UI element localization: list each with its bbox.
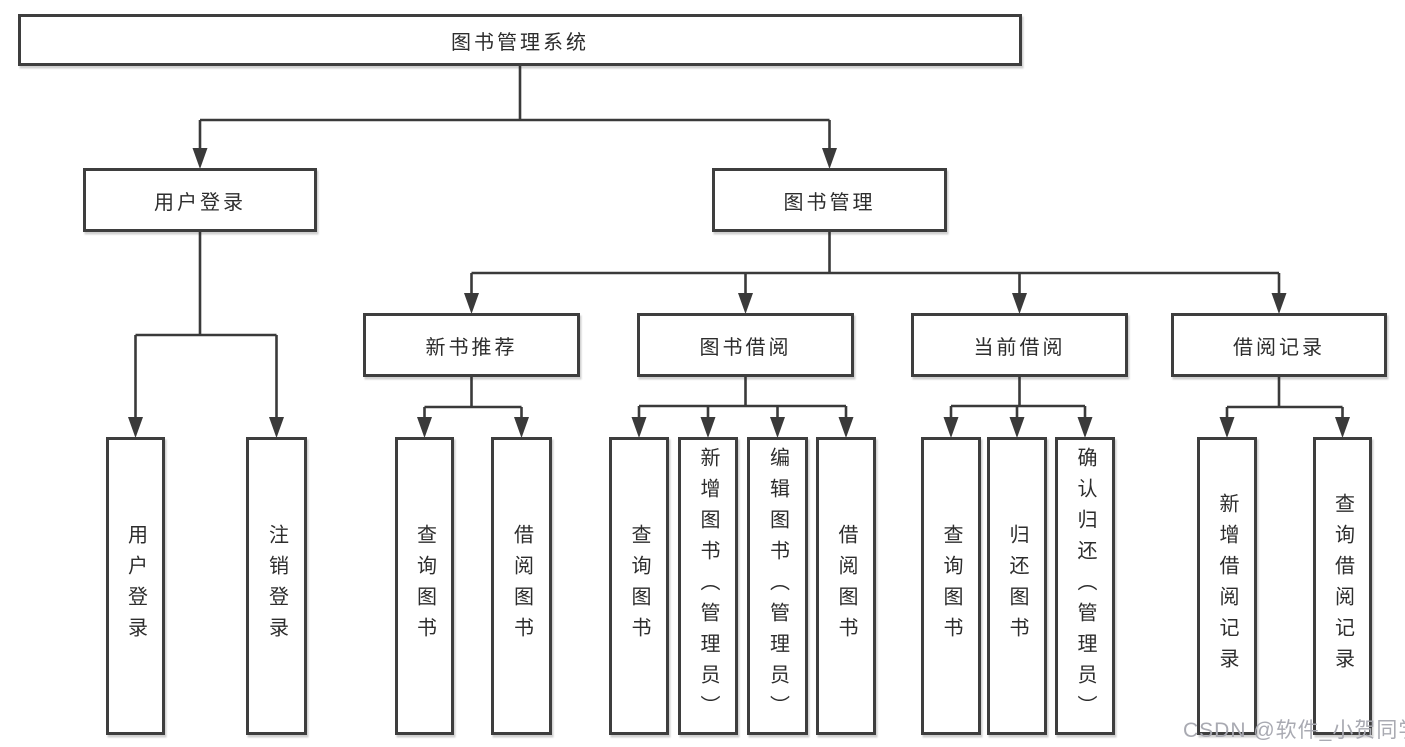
node-user-login: 用户登录 — [83, 168, 317, 232]
arrowhead-icon — [1077, 417, 1093, 438]
node-label-current-borrow: 当前借阅 — [973, 336, 1066, 359]
node-borrow-records: 借阅记录 — [1171, 313, 1387, 377]
node-leaf-borrow-book-1: 借阅图书 — [491, 437, 552, 735]
node-leaf-add-record: 新增借阅记录 — [1197, 437, 1257, 735]
node-label-leaf-query-book-3: 查询图书 — [940, 524, 962, 648]
node-leaf-confirm-return: 确认归还（管理员） — [1055, 437, 1115, 735]
node-leaf-add-book: 新增图书（管理员） — [678, 437, 738, 735]
node-label-leaf-edit-book: 编辑图书（管理员） — [766, 446, 789, 726]
node-leaf-query-book-1: 查询图书 — [395, 437, 454, 735]
arrowhead-icon — [464, 293, 479, 314]
arrowhead-icon — [822, 148, 837, 169]
node-label-book-mgmt: 图书管理 — [783, 191, 876, 214]
arrowhead-icon — [838, 417, 854, 438]
arrowhead-icon — [269, 417, 284, 438]
arrowhead-icon — [1009, 417, 1025, 438]
node-label-leaf-borrow-book-1: 借阅图书 — [510, 524, 533, 648]
arrowhead-icon — [770, 417, 785, 438]
node-label-borrow-records: 借阅记录 — [1233, 336, 1325, 359]
node-label-root: 图书管理系统 — [451, 31, 589, 54]
node-label-leaf-add-record: 新增借阅记录 — [1216, 493, 1238, 679]
node-label-leaf-query-book-2: 查询图书 — [628, 524, 650, 648]
node-leaf-logout: 注销登录 — [246, 437, 307, 735]
arrowhead-icon — [1335, 417, 1350, 438]
arrowhead-icon — [943, 417, 959, 438]
node-leaf-user-login: 用户登录 — [106, 437, 165, 735]
node-label-leaf-query-book-1: 查询图书 — [413, 524, 436, 648]
node-leaf-borrow-book-2: 借阅图书 — [816, 437, 876, 735]
node-book-borrow: 图书借阅 — [637, 313, 854, 377]
node-current-borrow: 当前借阅 — [911, 313, 1128, 377]
node-label-new-book-recommend: 新书推荐 — [425, 336, 518, 359]
node-leaf-query-record: 查询借阅记录 — [1313, 437, 1372, 735]
arrowhead-icon — [192, 148, 208, 169]
node-label-leaf-return-book: 归还图书 — [1006, 524, 1028, 648]
node-label-user-login: 用户登录 — [154, 191, 246, 214]
arrowhead-icon — [738, 293, 753, 314]
node-root: 图书管理系统 — [18, 14, 1022, 66]
node-leaf-edit-book: 编辑图书（管理员） — [747, 437, 808, 735]
node-leaf-query-book-3: 查询图书 — [921, 437, 981, 735]
arrowhead-icon — [631, 417, 647, 438]
arrowhead-icon — [417, 417, 432, 438]
arrowhead-icon — [1219, 417, 1235, 438]
node-label-leaf-user-login: 用户登录 — [124, 524, 147, 648]
node-label-leaf-query-record: 查询借阅记录 — [1331, 493, 1354, 679]
arrowhead-icon — [1012, 293, 1027, 314]
arrowhead-icon — [128, 417, 143, 438]
node-label-leaf-borrow-book-2: 借阅图书 — [835, 524, 857, 648]
node-book-mgmt: 图书管理 — [712, 168, 947, 232]
arrowhead-icon — [1271, 293, 1287, 314]
node-label-leaf-add-book: 新增图书（管理员） — [697, 446, 719, 726]
watermark: CSDN @软件_小贺同学 — [1183, 719, 1405, 742]
node-label-leaf-confirm-return: 确认归还（管理员） — [1074, 446, 1096, 726]
node-leaf-query-book-2: 查询图书 — [609, 437, 669, 735]
node-leaf-return-book: 归还图书 — [987, 437, 1047, 735]
node-label-book-borrow: 图书借阅 — [699, 336, 792, 359]
node-new-book-recommend: 新书推荐 — [363, 313, 580, 377]
arrowhead-icon — [514, 417, 529, 438]
node-label-leaf-logout: 注销登录 — [265, 524, 288, 648]
arrowhead-icon — [700, 417, 716, 438]
